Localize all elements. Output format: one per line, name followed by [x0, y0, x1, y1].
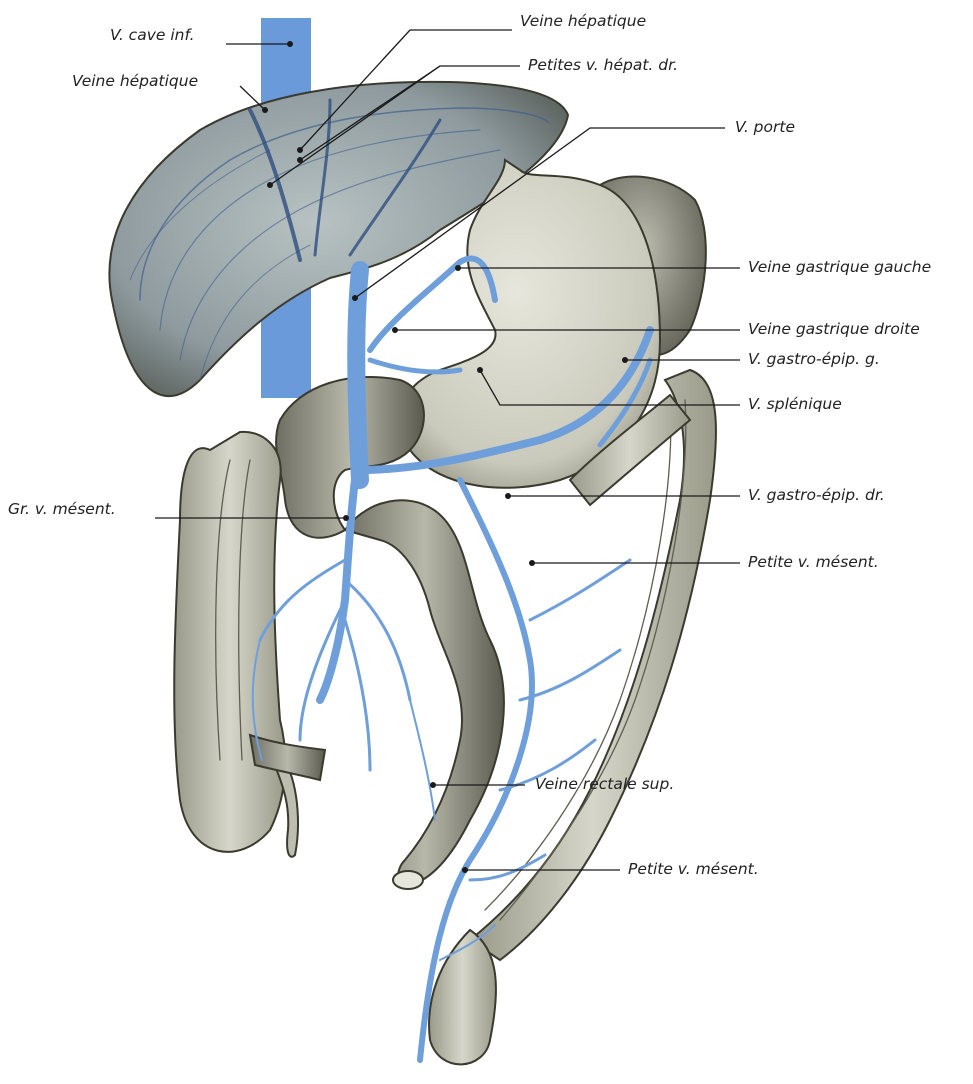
label-v-gastro-epip-dr: V. gastro-épip. dr.	[748, 486, 885, 504]
label-veine-rectale-sup: Veine rectale sup.	[535, 775, 674, 793]
label-petites-v-hepat-dr: Petites v. hépat. dr.	[528, 56, 678, 74]
label-petite-v-mesent-lower: Petite v. mésent.	[628, 860, 759, 878]
label-veine-gastrique-gauche: Veine gastrique gauche	[748, 258, 931, 276]
label-gr-v-mesent: Gr. v. mésent.	[8, 500, 116, 518]
label-veine-hepatique-top: Veine hépatique	[520, 12, 646, 30]
label-veine-gastrique-droite: Veine gastrique droite	[748, 320, 920, 338]
portal-vein	[356, 270, 360, 480]
ascending-colon	[174, 432, 285, 852]
right-gastric-vein	[370, 360, 460, 372]
small-intestine	[345, 500, 504, 885]
label-v-splenique: V. splénique	[748, 395, 842, 413]
label-v-gastro-epip-g: V. gastro-épip. g.	[748, 350, 880, 368]
small-intestine-lumen	[393, 871, 423, 889]
label-petite-v-mesent-upper: Petite v. mésent.	[748, 553, 879, 571]
label-v-cave-inf: V. cave inf.	[110, 26, 195, 44]
label-veine-hepatique-left: Veine hépatique	[72, 72, 198, 90]
label-v-porte: V. porte	[735, 118, 795, 136]
